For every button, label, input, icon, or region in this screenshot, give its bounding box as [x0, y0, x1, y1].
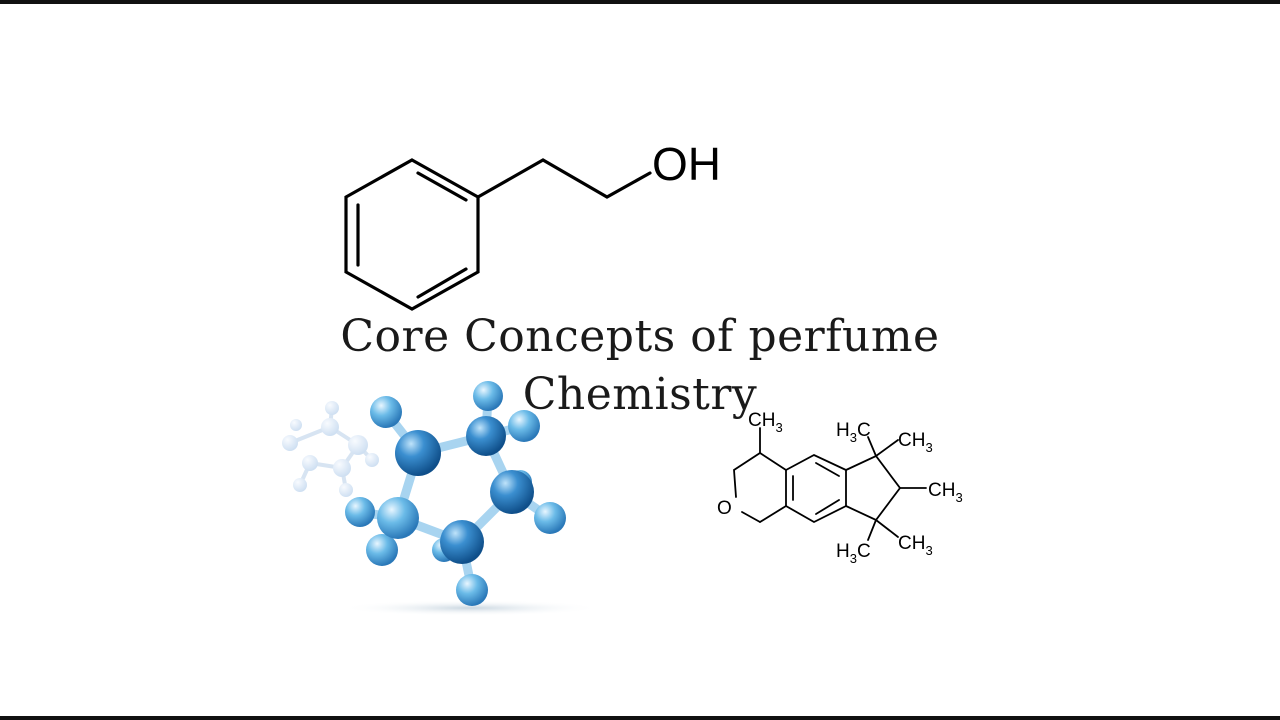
galaxolide-bonds [733, 427, 927, 541]
molecule-atoms [345, 381, 566, 606]
ch3-mid-label: CH3 [928, 480, 963, 505]
molecule-shadow [340, 600, 600, 616]
faint-molecule [282, 401, 379, 497]
ch3-upper-label: CH3 [898, 430, 933, 455]
slide-title: Core Concepts of perfume Chemistry [340, 308, 940, 424]
bottom-border [0, 716, 1280, 720]
ch3-lower-label: CH3 [898, 533, 933, 558]
ch3-top-label: CH3 [748, 410, 783, 435]
title-line-2: Chemistry [522, 369, 758, 420]
galaxolide-labels: O CH3 H3C CH3 CH3 CH3 H3C [717, 410, 963, 566]
h3c-lower-label: H3C [836, 541, 871, 566]
title-line-1: Core Concepts of perfume [340, 311, 940, 362]
oxygen-label: O [717, 498, 732, 519]
top-border [0, 0, 1280, 4]
h3c-upper-label: H3C [836, 420, 871, 445]
hydroxyl-label: OH [652, 138, 721, 190]
ethyl-chain [476, 158, 652, 199]
